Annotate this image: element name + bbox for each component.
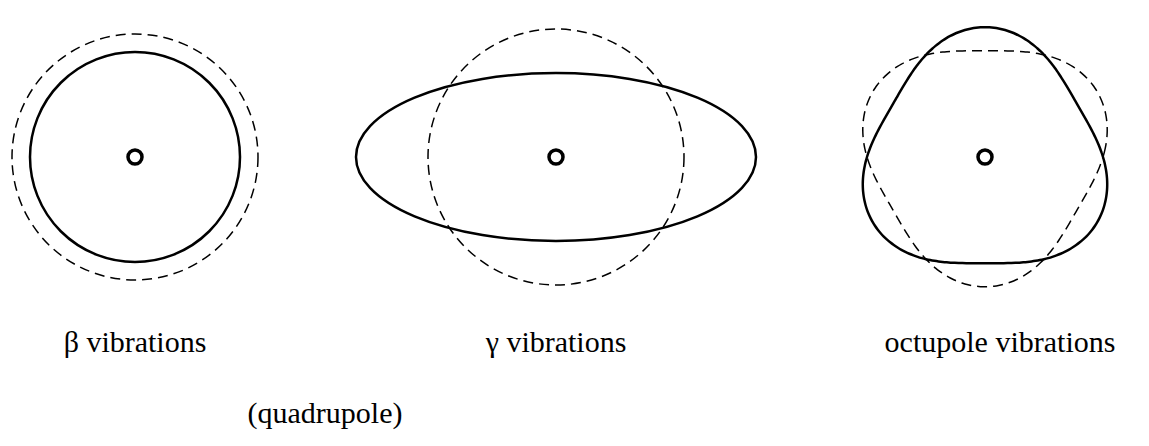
nucleus-center [128,150,142,164]
solid-outline [30,52,240,262]
figure-label: γ vibrations [486,325,627,358]
nucleus-center [549,150,563,164]
figure-label: octupole vibrations [885,325,1116,358]
dashed-outline [863,51,1107,287]
figure-label: β vibrations [64,325,207,358]
octupole-figure [863,27,1107,287]
dashed-outline [428,29,684,285]
solid-outline [863,27,1107,263]
gamma-figure [356,29,756,285]
beta-figure [12,34,258,280]
solid-outline [356,73,756,241]
dashed-outline [12,34,258,280]
figure-sublabel: (quadrupole) [248,396,403,429]
nucleus-center [978,150,992,164]
